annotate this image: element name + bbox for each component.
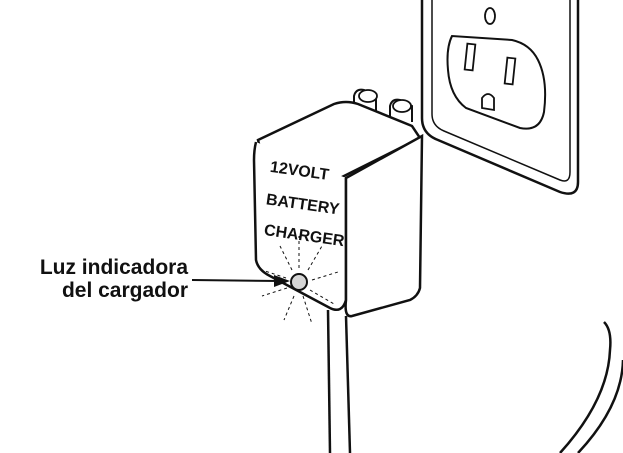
light-glow-rays (261, 236, 339, 325)
charger-prongs (353, 88, 413, 122)
outlet-slot-left (463, 42, 477, 72)
charger-front-face (252, 141, 348, 311)
indicator-light (261, 236, 339, 325)
indicator-light-lamp (290, 273, 308, 291)
outlet-plate-bevel (431, 0, 571, 182)
charger-body: 12VOLT BATTERY CHARGER (252, 100, 424, 318)
outlet-ground-hole (481, 93, 495, 112)
cord-loop (559, 321, 623, 453)
callout-arrow (191, 275, 290, 287)
screw-icon (484, 7, 496, 25)
charger-side-face (344, 133, 424, 318)
wall-outlet (420, 0, 580, 195)
power-cord (326, 309, 352, 453)
indicator-callout-label-line-1: Luz indicadora (39, 256, 188, 279)
outlet-slot-right (503, 56, 517, 86)
indicator-callout-label-line-2: del cargador (61, 279, 188, 302)
